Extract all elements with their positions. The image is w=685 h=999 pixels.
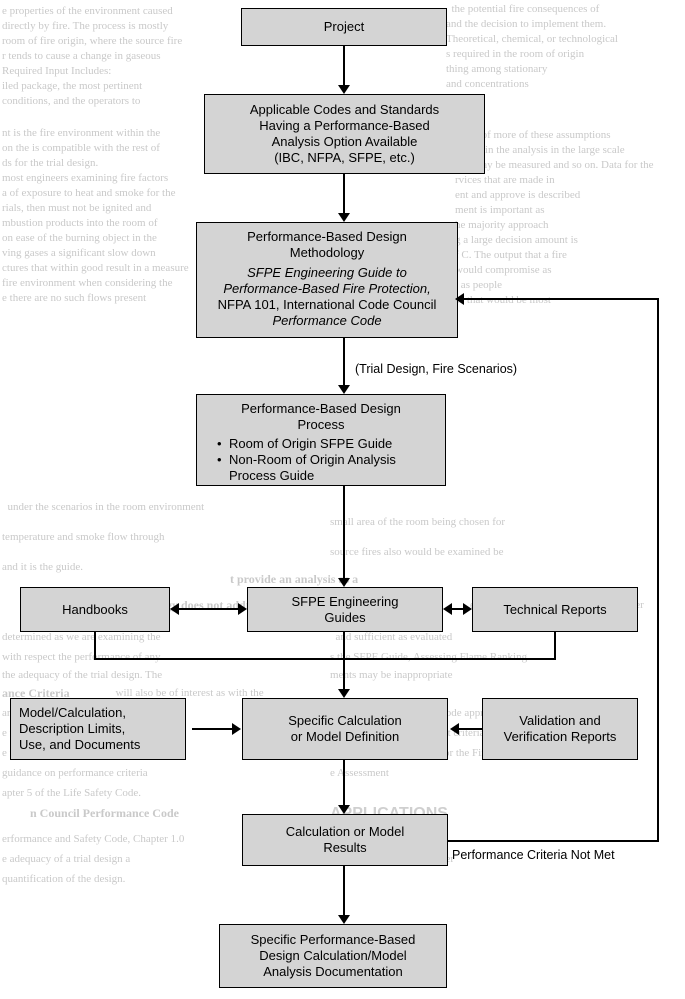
node-sfpe-guides-title2: Guides bbox=[324, 609, 366, 625]
ghost-text: source fires also would be examined be bbox=[330, 546, 504, 558]
node-model-calculation-line1: Model/Calculation, bbox=[19, 705, 126, 720]
connector-validation-to-specific bbox=[456, 728, 482, 730]
node-pbd-methodology-detail2: Performance-Based Fire Protection, bbox=[223, 281, 431, 296]
arrowhead-to-technical-reports bbox=[463, 603, 472, 615]
node-specific-calculation-line2: or Model Definition bbox=[290, 729, 400, 744]
node-results-line1: Calculation or Model bbox=[285, 824, 405, 839]
node-applicable-codes-line4: (IBC, NFPA, SFPE, etc.) bbox=[274, 150, 415, 165]
ghost-text: nt is the fire environment within the on… bbox=[2, 127, 189, 304]
arrowhead-to-handbooks bbox=[170, 603, 179, 615]
node-documentation[interactable]: Specific Performance-Based Design Calcul… bbox=[219, 924, 447, 988]
ghost-text: quantification of the design. bbox=[2, 873, 126, 885]
node-calculation-results[interactable]: Calculation or Model Results bbox=[242, 814, 448, 866]
arrowhead-project-to-codes bbox=[338, 85, 350, 94]
node-validation-line2: Verification Reports bbox=[503, 729, 617, 744]
ghost-text: the potential fire consequences of and t… bbox=[446, 3, 618, 90]
connector-technical-down bbox=[554, 632, 556, 660]
ghost-text: apter 5 of the Life Safety Code. bbox=[2, 787, 141, 799]
node-pbd-methodology-title1: Performance-Based Design bbox=[247, 229, 407, 244]
node-documentation-line1: Specific Performance-Based bbox=[250, 932, 416, 947]
node-project[interactable]: Project bbox=[241, 8, 447, 46]
connector-process-down bbox=[343, 486, 345, 581]
arrowhead-methodology-to-process bbox=[338, 385, 350, 394]
ghost-text: under the scenarios in the room environm… bbox=[2, 501, 205, 513]
arrowhead-to-sfpe-right bbox=[443, 603, 452, 615]
arrowhead-to-sfpe-left bbox=[238, 603, 247, 615]
connector-methodology-to-process bbox=[343, 338, 345, 388]
node-validation-verification[interactable]: Validation and Verification Reports bbox=[482, 698, 638, 760]
arrowhead-codes-to-methodology bbox=[338, 213, 350, 222]
ghost-text: erformance and Safety Code, Chapter 1.0 bbox=[2, 833, 185, 845]
connector-sfpe-technical bbox=[449, 608, 467, 610]
node-applicable-codes-line3: Analysis Option Available bbox=[271, 134, 418, 149]
arrowhead-to-specific-calculation bbox=[338, 689, 350, 698]
ghost-text: ments may be inappropriate bbox=[330, 669, 453, 681]
node-model-calculation[interactable]: Model/Calculation, Description Limits, U… bbox=[10, 698, 186, 760]
ghost-text: e properties of the environment caused d… bbox=[2, 5, 183, 107]
arrowhead-results-to-documentation bbox=[338, 915, 350, 924]
node-applicable-codes[interactable]: Applicable Codes and Standards Having a … bbox=[204, 94, 485, 174]
node-sfpe-engineering-guides[interactable]: SFPE Engineering Guides bbox=[247, 587, 443, 632]
arrowhead-process-to-sfpe-guides bbox=[338, 578, 350, 587]
node-pbd-methodology-detail3: NFPA 101, International Code Council bbox=[217, 297, 437, 312]
list-item-label: Non-Room of Origin Analysis Process Guid… bbox=[229, 452, 396, 483]
connector-results-to-feedback bbox=[448, 840, 659, 842]
node-pbd-methodology-detail1: SFPE Engineering Guide to bbox=[247, 265, 407, 280]
node-model-calculation-line2: Description Limits, bbox=[19, 721, 126, 736]
connector-handbooks-down bbox=[94, 632, 96, 660]
ghost-text: determined as we are examining the bbox=[2, 631, 161, 643]
node-pbd-methodology-title2: Methodology bbox=[289, 245, 365, 260]
connector-project-to-codes bbox=[343, 46, 345, 88]
node-handbooks-title: Handbooks bbox=[62, 601, 128, 617]
node-pbd-process-title2: Process bbox=[297, 417, 345, 432]
node-pbd-methodology-detail4: Performance Code bbox=[272, 313, 382, 328]
arrowhead-model-to-specific bbox=[232, 723, 241, 735]
node-sfpe-guides-title1: SFPE Engineering bbox=[291, 593, 399, 609]
node-pbd-process[interactable]: Performance-Based Design Process Room of… bbox=[196, 394, 446, 486]
node-pbd-process-title1: Performance-Based Design bbox=[241, 401, 401, 416]
node-model-calculation-line3: Use, and Documents bbox=[19, 737, 141, 752]
ghost-text: guidance on performance criteria bbox=[2, 767, 148, 779]
node-technical-reports-title: Technical Reports bbox=[503, 601, 607, 617]
connector-results-to-documentation bbox=[343, 866, 345, 918]
ghost-text: and sufficient as evaluated bbox=[330, 631, 453, 643]
connector-sfpe-down bbox=[343, 632, 345, 692]
arrowhead-feedback-to-methodology bbox=[455, 293, 464, 305]
ghost-text: and it is the guide. bbox=[2, 561, 83, 573]
node-specific-calculation[interactable]: Specific Calculation or Model Definition bbox=[242, 698, 448, 760]
node-applicable-codes-line2: Having a Performance-Based bbox=[259, 118, 430, 133]
connector-feedback-vertical bbox=[657, 298, 659, 842]
list-item: Non-Room of Origin Analysis Process Guid… bbox=[217, 452, 439, 484]
ghost-text: small area of the room being chosen for bbox=[330, 516, 506, 528]
list-item: Room of Origin SFPE Guide bbox=[217, 436, 439, 452]
connector-specific-to-results bbox=[343, 760, 345, 808]
ghost-text: n Council Performance Code bbox=[30, 806, 179, 820]
ghost-text: the adequacy of the trial design. The bbox=[2, 669, 163, 681]
node-pbd-process-bullets: Room of Origin SFPE Guide Non-Room of Or… bbox=[203, 436, 439, 484]
connector-codes-to-methodology bbox=[343, 174, 345, 216]
label-trial-design: (Trial Design, Fire Scenarios) bbox=[355, 362, 518, 376]
node-handbooks[interactable]: Handbooks bbox=[20, 587, 170, 632]
node-specific-calculation-line1: Specific Calculation bbox=[288, 713, 402, 728]
connector-bracket-horizontal bbox=[94, 658, 555, 660]
arrowhead-validation-to-specific bbox=[450, 723, 459, 735]
node-applicable-codes-line1: Applicable Codes and Standards bbox=[249, 102, 440, 117]
node-documentation-line3: Analysis Documentation bbox=[263, 964, 403, 979]
arrowhead-specific-to-results bbox=[338, 805, 350, 814]
node-pbd-methodology[interactable]: Performance-Based Design Methodology SFP… bbox=[196, 222, 458, 338]
ghost-text: e adequacy of a trial design a bbox=[2, 853, 131, 865]
label-performance-criteria-not-met: Performance Criteria Not Met bbox=[452, 848, 615, 862]
node-technical-reports[interactable]: Technical Reports bbox=[472, 587, 638, 632]
node-results-line2: Results bbox=[323, 840, 367, 855]
ghost-text: temperature and smoke flow through bbox=[2, 531, 165, 543]
connector-model-to-specific bbox=[192, 728, 236, 730]
node-project-title: Project bbox=[323, 19, 365, 34]
connector-feedback-to-methodology bbox=[460, 298, 659, 300]
connector-handbooks-sfpe bbox=[176, 608, 242, 610]
ghost-text: e Assessment bbox=[330, 767, 389, 779]
node-validation-line1: Validation and bbox=[519, 713, 601, 728]
node-documentation-line2: Design Calculation/Model bbox=[259, 948, 407, 963]
